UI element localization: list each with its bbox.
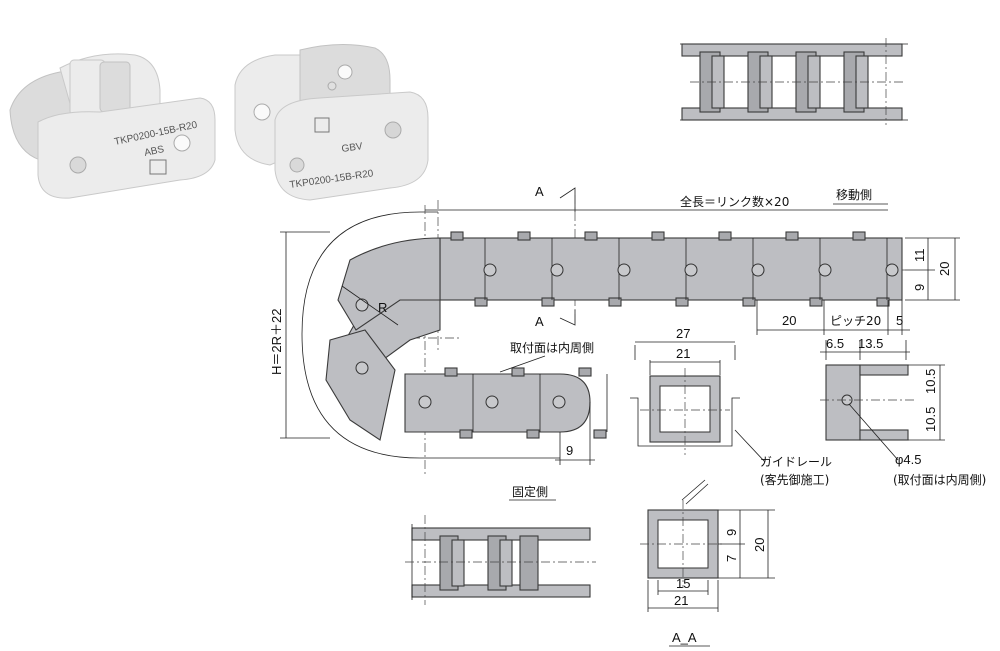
link-tab-top — [651, 231, 665, 241]
dim-10-5-b: 10.5 — [923, 407, 938, 432]
link-tab-bottom — [474, 297, 488, 307]
link-tab-bottom — [593, 429, 607, 439]
link-tab-bottom — [608, 297, 622, 307]
guide-rail-section: 27 21 ガイドレール (客先御施工) — [630, 326, 832, 487]
link-tab-bottom — [876, 297, 890, 307]
top-view-moving — [680, 38, 908, 125]
link-tab-bottom — [742, 297, 756, 307]
link-pin-hole — [483, 263, 497, 277]
dim-21-section: 21 — [674, 593, 688, 608]
product-photo-left: TKP0200-15B-R20 ABS — [9, 53, 216, 199]
link-tab-top — [785, 231, 799, 241]
fixed-side-view: 固定側 — [405, 484, 596, 605]
hole-note-label: (取付面は内周側) — [893, 473, 986, 487]
dim-9-right: 9 — [912, 284, 927, 291]
section-marker-top: A — [535, 184, 544, 199]
link-pin-hole — [550, 263, 564, 277]
link-pin-hole — [818, 263, 832, 277]
dim-9-section: 9 — [724, 529, 739, 536]
link-tab-top — [450, 231, 464, 241]
dim-11: 11 — [912, 249, 927, 263]
dim-20-section: 20 — [752, 538, 767, 552]
main-side-view: A A R H＝2R＋22 全長＝リンク数×20 移動側 — [269, 184, 960, 475]
pitch-label: ピッチ20 — [830, 314, 881, 328]
upper-links — [439, 231, 903, 307]
link-pin-hole — [485, 395, 499, 409]
section-a-a: 9 7 20 15 21 A_A — [640, 479, 775, 647]
product-photo-right: GBV TKP0200-15B-R20 — [234, 43, 429, 201]
dim-21-guide: 21 — [676, 346, 690, 361]
section-title: A_A — [672, 630, 697, 645]
radius-label: R — [378, 300, 387, 315]
dim-6-5: 6.5 — [826, 336, 844, 351]
link-pin-hole — [684, 263, 698, 277]
height-formula-label: H＝2R＋22 — [269, 309, 284, 375]
link-tab-top — [852, 231, 866, 241]
dim-5: 5 — [896, 313, 903, 328]
guide-rail-label: ガイドレール — [760, 455, 832, 469]
link-tab-top — [584, 231, 598, 241]
left-photo-logo-mark: ABS — [143, 144, 165, 159]
link-pin-hole — [617, 263, 631, 277]
link-tab-top — [578, 367, 592, 377]
link-tab-bottom — [675, 297, 689, 307]
bracket-side-view: 6.5 13.5 10.5 10.5 φ4.5 (取付面は内周側) — [820, 336, 986, 487]
link-tab-top — [718, 231, 732, 241]
total-length-label: 全長＝リンク数×20 — [680, 194, 789, 209]
link-pin-hole — [751, 263, 765, 277]
link-tab-bottom — [459, 429, 473, 439]
dim-13-5: 13.5 — [858, 336, 883, 351]
moving-side-label: 移動側 — [836, 188, 872, 202]
section-marker-bottom: A — [535, 314, 544, 329]
link-tab-bottom — [809, 297, 823, 307]
hole-diameter-label: φ4.5 — [895, 452, 922, 467]
guide-rail-note: (客先御施工) — [760, 472, 829, 487]
link-pin-hole — [885, 263, 899, 277]
link-tab-bottom — [526, 429, 540, 439]
dim-20-right: 20 — [937, 262, 952, 276]
link-tab-top — [517, 231, 531, 241]
link-pin-hole — [552, 395, 566, 409]
fixed-side-label: 固定側 — [512, 484, 548, 499]
dim-20-bottom: 20 — [782, 313, 796, 328]
dim-7-section: 7 — [724, 555, 739, 562]
link-pin-hole — [418, 395, 432, 409]
dim-9-bottom-left: 9 — [566, 443, 573, 458]
mount-inner-label: 取付面は内周側 — [510, 341, 594, 355]
dim-10-5-a: 10.5 — [923, 369, 938, 394]
link-tab-top — [511, 367, 525, 377]
link-tab-top — [444, 367, 458, 377]
dim-15-section: 15 — [676, 576, 690, 591]
lower-links — [404, 367, 608, 439]
dim-27: 27 — [676, 326, 690, 341]
right-photo-logo-mark: GBV — [341, 141, 364, 155]
link-tab-bottom — [541, 297, 555, 307]
